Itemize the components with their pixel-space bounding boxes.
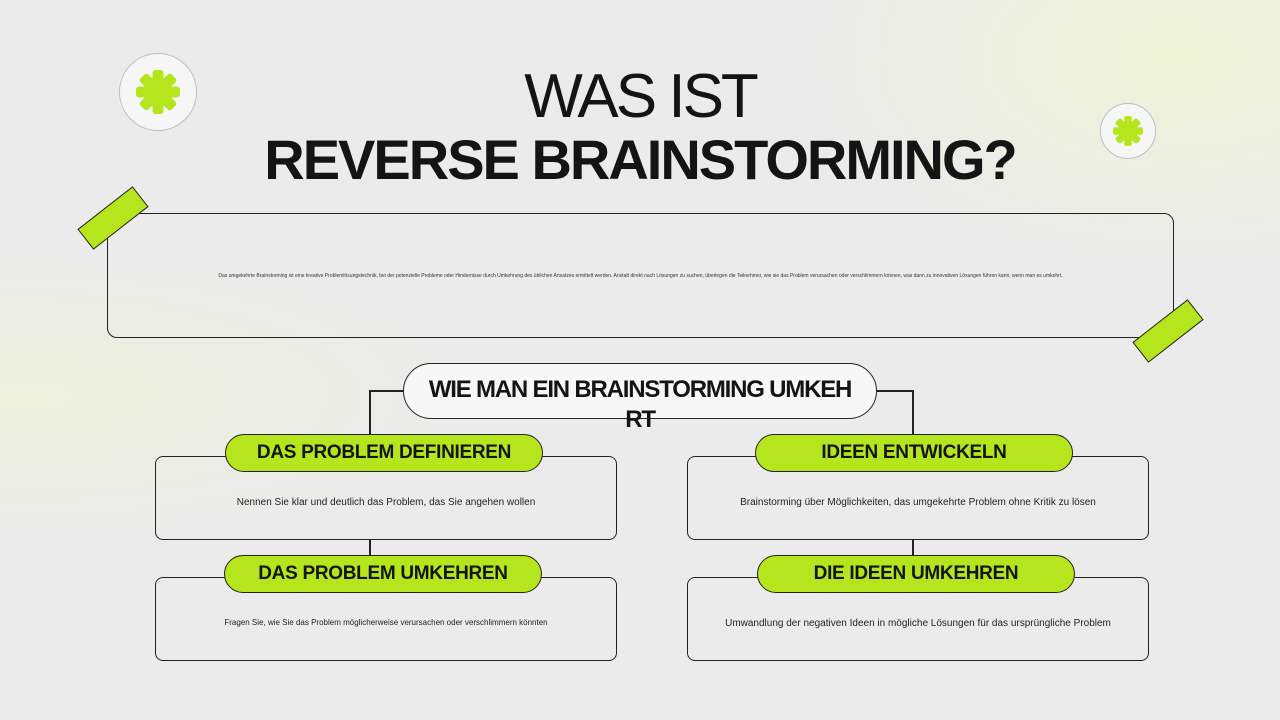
step-label-reverse-problem: DAS PROBLEM UMKEHREN xyxy=(258,563,508,584)
connector-line xyxy=(912,390,914,436)
step-label-reverse-ideas: DIE IDEEN UMKEHREN xyxy=(813,563,1019,584)
step-label-pill xyxy=(757,555,1075,593)
step-text-develop: Brainstorming über Möglichkeiten, das um… xyxy=(740,497,1096,508)
page-title-line1: WAS IST xyxy=(524,62,759,131)
step-text-reverse-problem: Fragen Sie, wie Sie das Problem mögliche… xyxy=(224,618,548,627)
diagram-header-pill xyxy=(403,363,877,419)
diagram-header-text: WIE MAN EIN BRAINSTORMING UMKEHRT xyxy=(428,376,853,433)
step-label-define: DAS PROBLEM DEFINIEREN xyxy=(256,442,512,463)
step-text-reverse-ideas: Umwandlung der negativen Ideen in möglic… xyxy=(725,618,1111,629)
step-text-define: Nennen Sie klar und deutlich das Problem… xyxy=(236,497,536,508)
connector-line xyxy=(912,539,914,557)
connector-line xyxy=(877,390,913,392)
asterisk-badge-left xyxy=(119,53,197,131)
step-label-pill xyxy=(755,434,1073,472)
asterisk-badge-right xyxy=(1100,103,1156,159)
connector-line xyxy=(369,539,371,557)
asterisk-icon xyxy=(136,70,180,114)
connector-line xyxy=(369,390,371,436)
asterisk-icon xyxy=(1113,116,1143,146)
step-label-pill xyxy=(225,434,543,472)
page-title-line2: REVERSE BRAINSTORMING? xyxy=(264,128,1017,191)
step-label-develop: IDEEN ENTWICKELN xyxy=(821,442,1007,463)
description-text: Das umgekehrte Brainstorming ist eine kr… xyxy=(218,272,1063,279)
step-label-pill xyxy=(224,555,542,593)
connector-line xyxy=(369,390,404,392)
description-box: Das umgekehrte Brainstorming ist eine kr… xyxy=(107,213,1174,338)
